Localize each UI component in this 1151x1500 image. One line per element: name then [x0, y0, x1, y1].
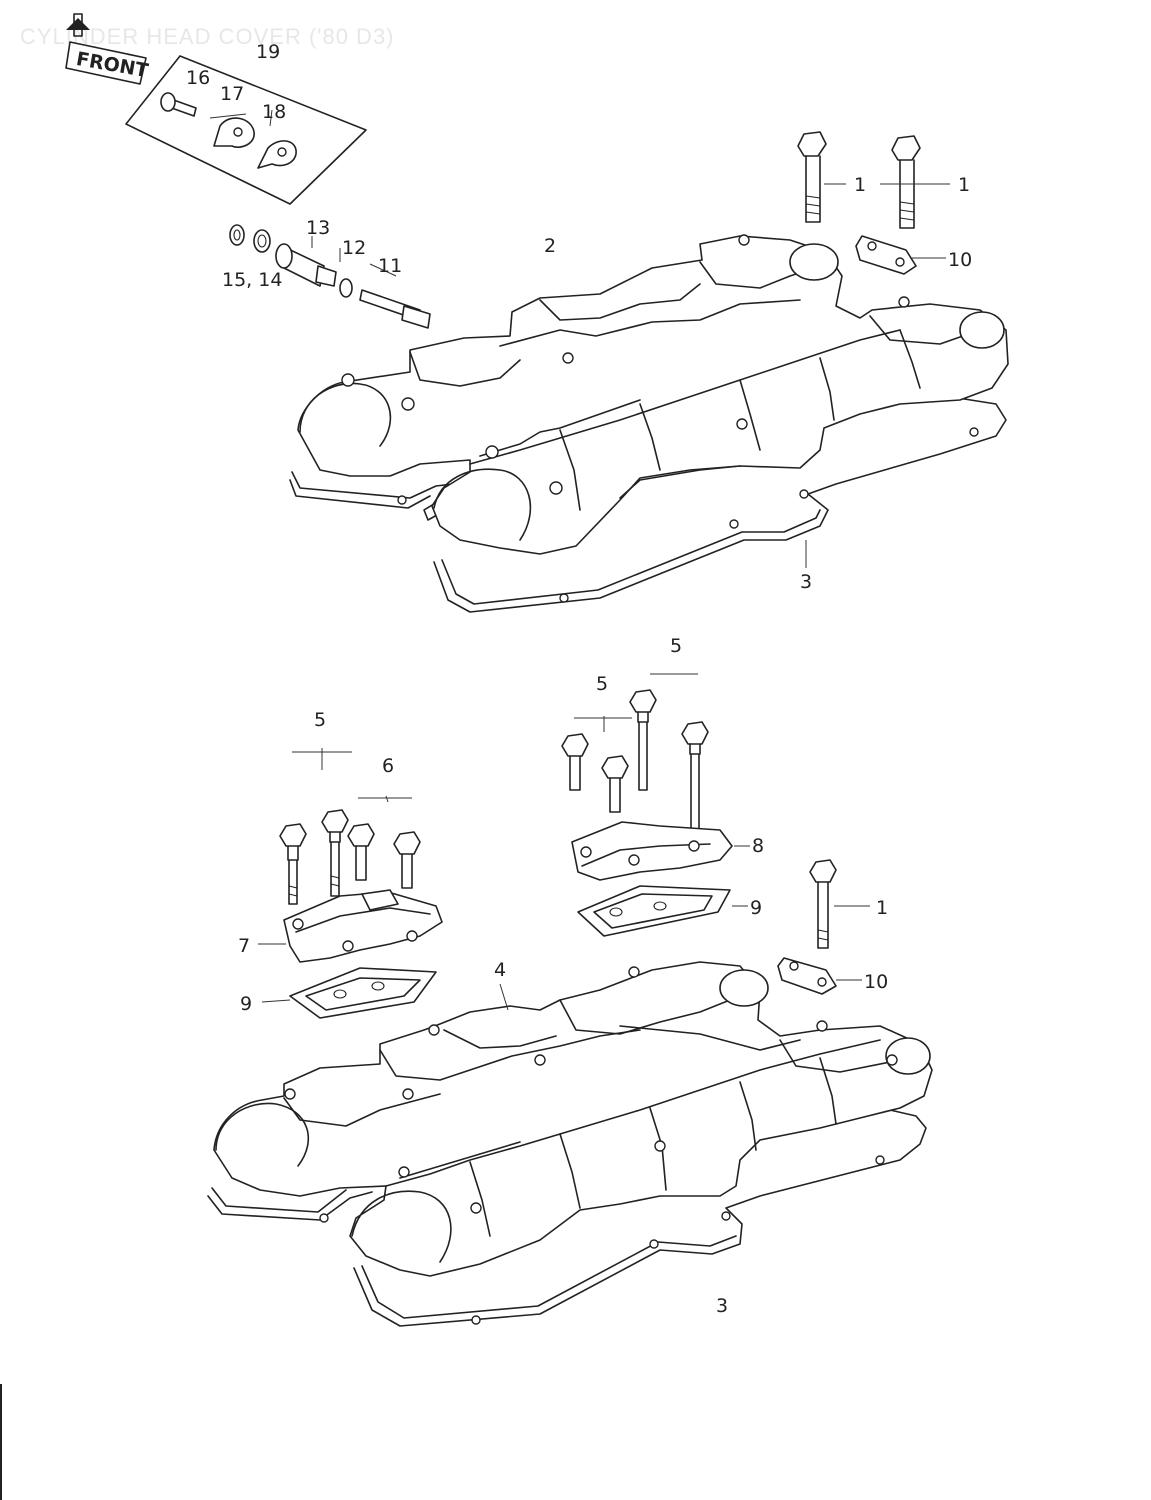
- callout-7: 7: [238, 935, 250, 957]
- lower-cylinder-head-cover: [213, 961, 933, 1277]
- callout-17: 17: [220, 83, 244, 105]
- callout-3b: 3: [716, 1295, 728, 1317]
- callout-9b: 9: [240, 993, 252, 1015]
- bolt-6b: [393, 831, 421, 889]
- callout-3a: 3: [800, 571, 812, 593]
- callout-2: 2: [544, 235, 556, 257]
- callout-15-14: 15, 14: [222, 269, 282, 291]
- lower-gasket-3: [207, 1109, 927, 1327]
- bolt-1b: [891, 135, 921, 229]
- callout-5b: 5: [596, 673, 608, 695]
- upper-gasket-3: [289, 397, 1007, 613]
- bracket-10b: [777, 957, 837, 995]
- leader-lines: [209, 109, 950, 1011]
- callout-5c: 5: [670, 635, 682, 657]
- callout-11: 11: [378, 255, 402, 277]
- bolt-5e: [629, 689, 657, 791]
- callout-1c: 1: [876, 897, 888, 919]
- screw-icon: [160, 92, 176, 112]
- bolt-6a: [347, 823, 375, 881]
- gasket-9-left: [289, 967, 437, 1019]
- callout-12: 12: [342, 237, 366, 259]
- bolt-5b: [321, 809, 349, 897]
- inset-parts-box: [125, 55, 367, 205]
- page-edge-mark: [0, 1384, 2, 1500]
- small-parts-upper: [229, 224, 431, 329]
- cover-7: [283, 889, 443, 963]
- callout-6: 6: [382, 755, 394, 777]
- callout-19: 19: [256, 41, 280, 63]
- bolt-5a: [279, 823, 307, 905]
- callout-4: 4: [494, 959, 506, 981]
- callout-9a: 9: [750, 897, 762, 919]
- callout-1a: 1: [854, 174, 866, 196]
- callout-10a: 10: [948, 249, 972, 271]
- callout-13: 13: [306, 217, 330, 239]
- cover-plate-8: [571, 821, 733, 881]
- front-arrow-marker: FRONT: [65, 13, 150, 85]
- upper-cylinder-head-cover: [297, 234, 1009, 555]
- gasket-9-right: [577, 885, 731, 937]
- bolt-1a: [797, 131, 827, 223]
- bracket-10a: [855, 235, 917, 275]
- callout-1b: 1: [958, 174, 970, 196]
- callout-5a: 5: [314, 709, 326, 731]
- bolt-1c: [809, 859, 837, 949]
- callout-numbers: 1 1 2 3 10 11 12 13 15, 14 16 17 18 19 5…: [186, 41, 972, 1317]
- callout-16: 16: [186, 67, 210, 89]
- bolt-5d: [601, 755, 629, 813]
- callout-18: 18: [262, 101, 286, 123]
- callout-10b: 10: [864, 971, 888, 993]
- bolt-5c: [561, 733, 589, 791]
- callout-8: 8: [752, 835, 764, 857]
